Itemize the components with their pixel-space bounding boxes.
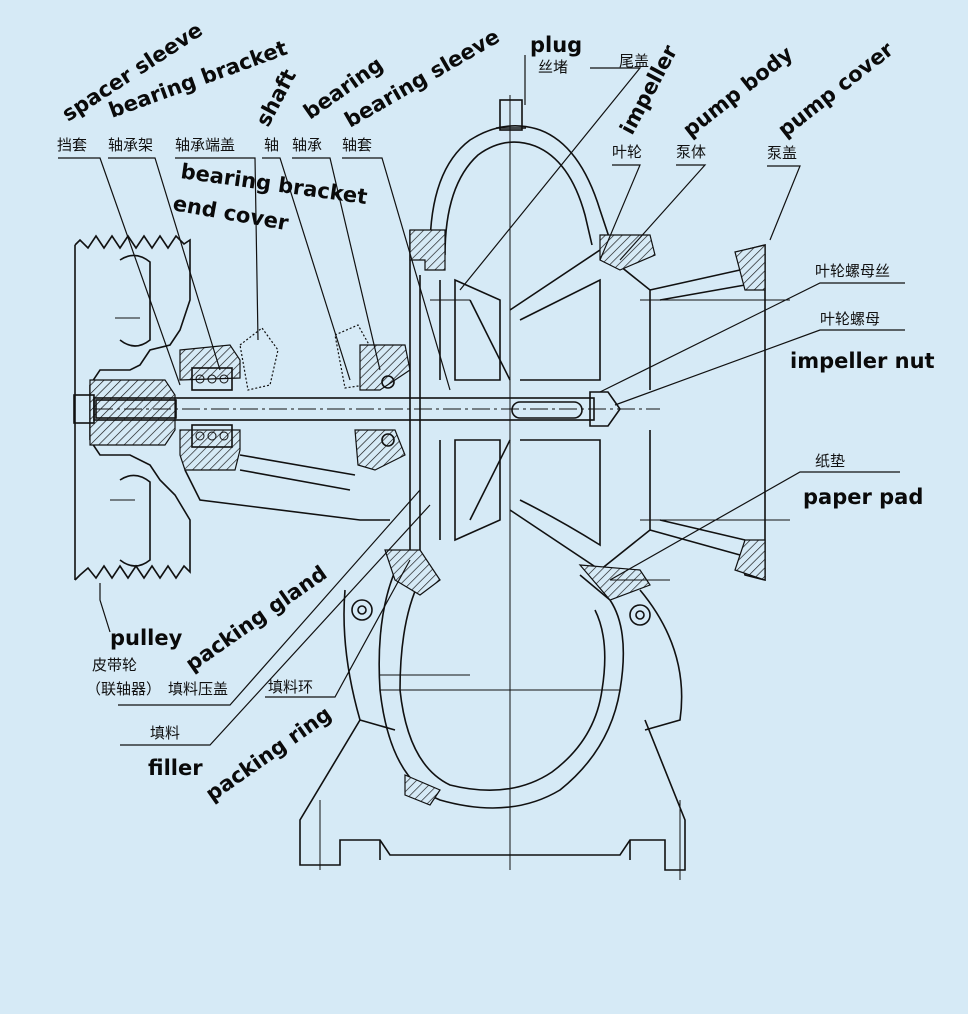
bearing-housing-drawing xyxy=(179,324,411,521)
label-impeller-zh: 叶轮 xyxy=(612,143,642,161)
label-impeller-nut-screw-zh: 叶轮螺母丝 xyxy=(815,262,890,280)
shaft-drawing xyxy=(93,391,660,427)
label-impeller-nut-en: impeller nut xyxy=(790,349,935,373)
label-shaft-zh: 轴 xyxy=(264,136,279,154)
label-impeller-nut-zh: 叶轮螺母 xyxy=(820,310,880,328)
label-filler-zh: 填料 xyxy=(150,724,180,742)
pump-casing-drawing xyxy=(299,95,790,880)
label-spacer-sleeve-zh: 挡套 xyxy=(57,136,87,154)
label-end-cover-en-line2: end cover xyxy=(171,191,291,235)
label-tail-cover-zh: 尾盖 xyxy=(619,52,649,70)
label-bearing-end-cover-zh: 轴承端盖 xyxy=(175,136,235,154)
label-pump-cover-zh: 泵盖 xyxy=(767,144,797,162)
label-pulley-en: pulley xyxy=(110,626,183,650)
label-packing-gland-en: packing gland xyxy=(181,561,331,676)
label-pulley-zh2: （联轴器） xyxy=(86,680,161,698)
label-plug-zh: 丝堵 xyxy=(538,58,568,76)
label-paper-pad-zh: 纸垫 xyxy=(815,452,845,470)
label-filler-en: filler xyxy=(148,756,203,780)
label-bearing-bracket-zh: 轴承架 xyxy=(108,136,153,154)
label-packing-ring-en: packing ring xyxy=(201,702,336,806)
label-paper-pad-en: paper pad xyxy=(803,485,923,509)
label-pump-body-zh: 泵体 xyxy=(676,143,706,161)
label-bearing-sleeve-zh: 轴套 xyxy=(342,136,372,154)
label-plug-en: plug xyxy=(530,33,582,57)
label-pulley-zh: 皮带轮 xyxy=(92,656,137,674)
label-packing-ring-zh: 填料环 xyxy=(268,678,313,696)
leader-lines xyxy=(58,55,905,746)
label-packing-gland-zh: 填料压盖 xyxy=(168,680,228,698)
label-bearing-zh: 轴承 xyxy=(292,136,322,154)
label-shaft-en: shaft xyxy=(251,65,301,130)
label-pump-cover-en: pump cover xyxy=(773,37,898,142)
